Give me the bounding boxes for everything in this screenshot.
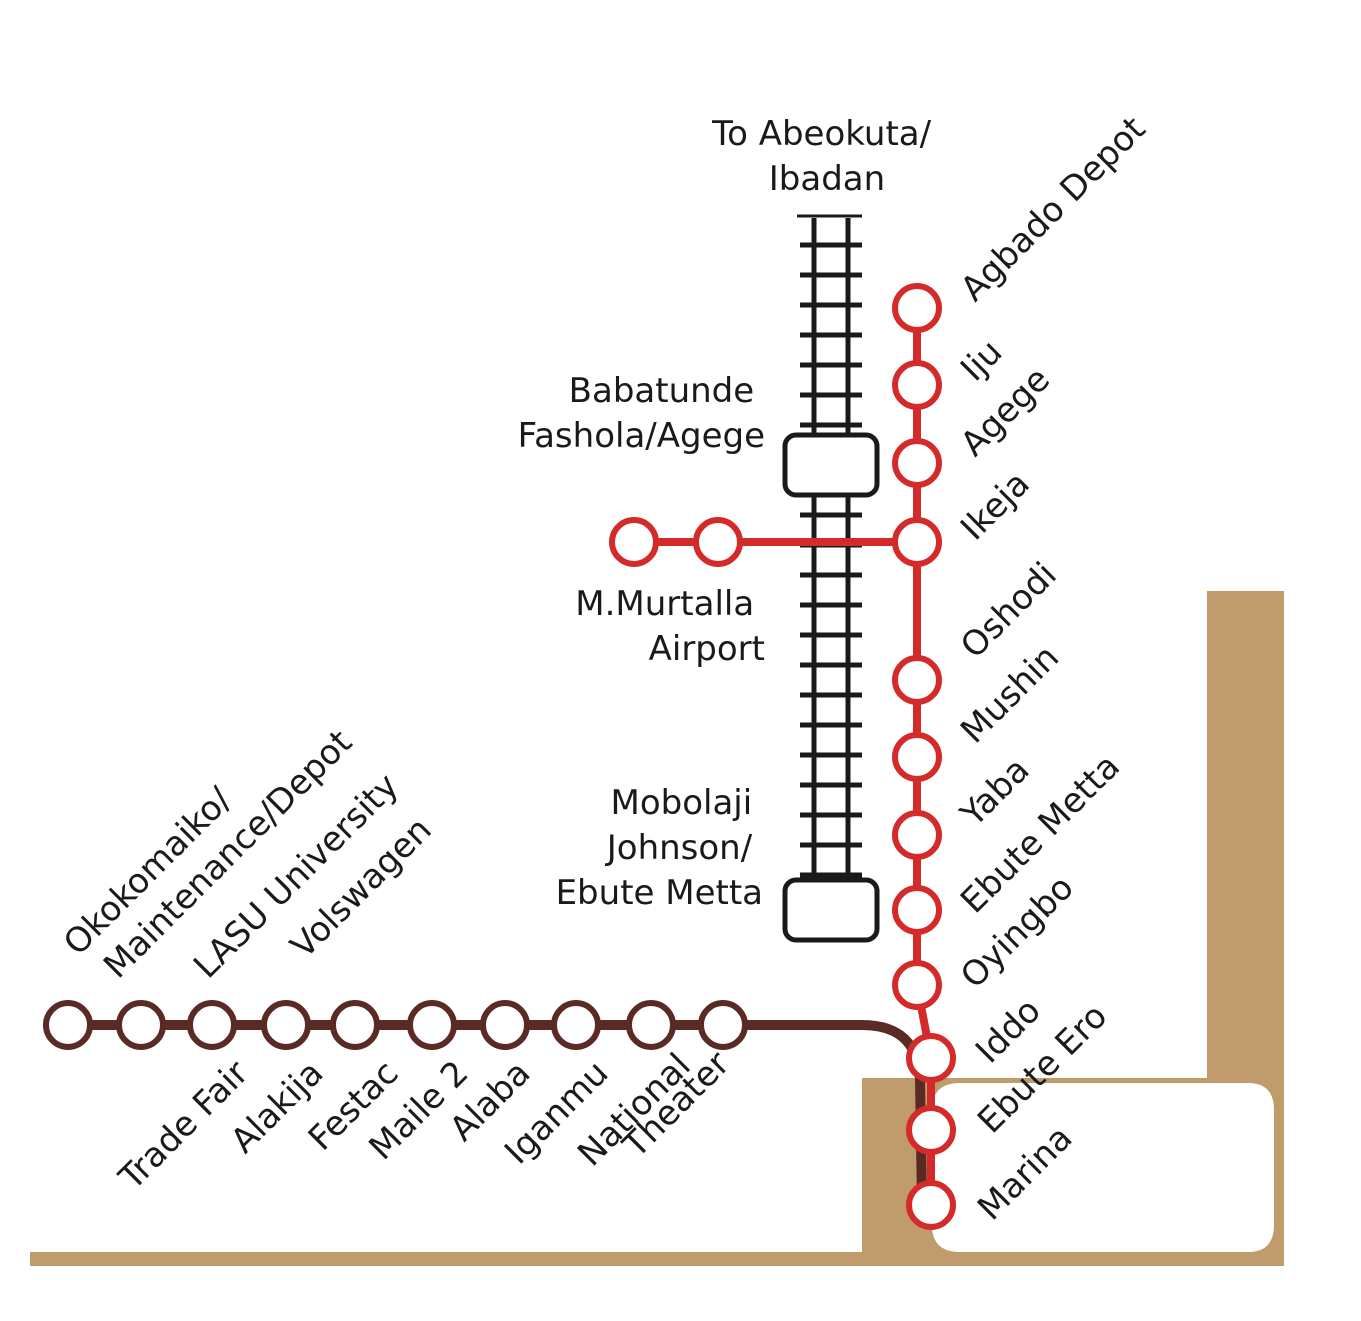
airport-label: M.Murtalla Airport	[575, 584, 765, 669]
blue-station	[551, 1000, 601, 1050]
blue-station	[187, 1000, 237, 1050]
blue-station	[626, 1000, 676, 1050]
red-line	[609, 283, 956, 1230]
airport-station-2	[693, 517, 743, 567]
station-box-mobolaji	[782, 877, 880, 943]
label-agbado-depot: Agbado Depot	[953, 109, 1153, 309]
rail-ties	[800, 242, 862, 878]
rail-station-babatunde-label: Babatunde Fashola/Agege	[518, 371, 765, 456]
blue-line-stations	[43, 1000, 748, 1050]
blue-station	[330, 1000, 380, 1050]
label-ikeja: Ikeja	[953, 464, 1038, 549]
red-station-ebute-ero	[906, 1105, 956, 1155]
lagoon-land-island	[932, 1083, 1274, 1252]
airport-line-2: Airport	[649, 629, 765, 669]
mobolaji-line-1: Mobolaji	[610, 783, 752, 823]
red-station-yaba	[892, 810, 942, 860]
blue-station	[698, 1000, 748, 1050]
blue-station	[116, 1000, 166, 1050]
mobolaji-line-3: Ebute Metta	[556, 873, 763, 913]
blue-station	[261, 1000, 311, 1050]
blue-station	[480, 1000, 530, 1050]
babatunde-line-1: Babatunde	[569, 371, 755, 411]
red-station-iju	[892, 360, 942, 410]
blue-station	[43, 1000, 93, 1050]
red-station-agbado-depot	[892, 283, 942, 333]
red-station-marina	[906, 1180, 956, 1230]
babatunde-line-2: Fashola/Agege	[518, 416, 765, 456]
label-iju: Iju	[953, 332, 1010, 389]
national-rail-track	[782, 214, 880, 943]
red-station-iddo	[906, 1033, 956, 1083]
station-box-babatunde	[782, 432, 880, 498]
red-station-oshodi	[892, 655, 942, 705]
airport-line-1: M.Murtalla	[575, 584, 754, 624]
red-line-stations	[892, 283, 956, 1230]
airport-station-1	[609, 517, 659, 567]
rail-terminus-label: To Abeokuta/ Ibadan	[711, 114, 942, 199]
red-station-ikeja	[892, 517, 942, 567]
rail-station-mobolaji-label: Mobolaji Johnson/ Ebute Metta	[556, 783, 763, 913]
terminus-line-1: To Abeokuta/	[711, 114, 932, 154]
red-station-agege	[892, 438, 942, 488]
red-station-mushin	[892, 732, 942, 782]
red-station-ebute-metta	[892, 885, 942, 935]
blue-station	[407, 1000, 457, 1050]
terminus-line-2: Ibadan	[769, 159, 885, 199]
red-station-oyingbo	[892, 960, 942, 1010]
mobolaji-line-2: Johnson/	[605, 828, 753, 868]
